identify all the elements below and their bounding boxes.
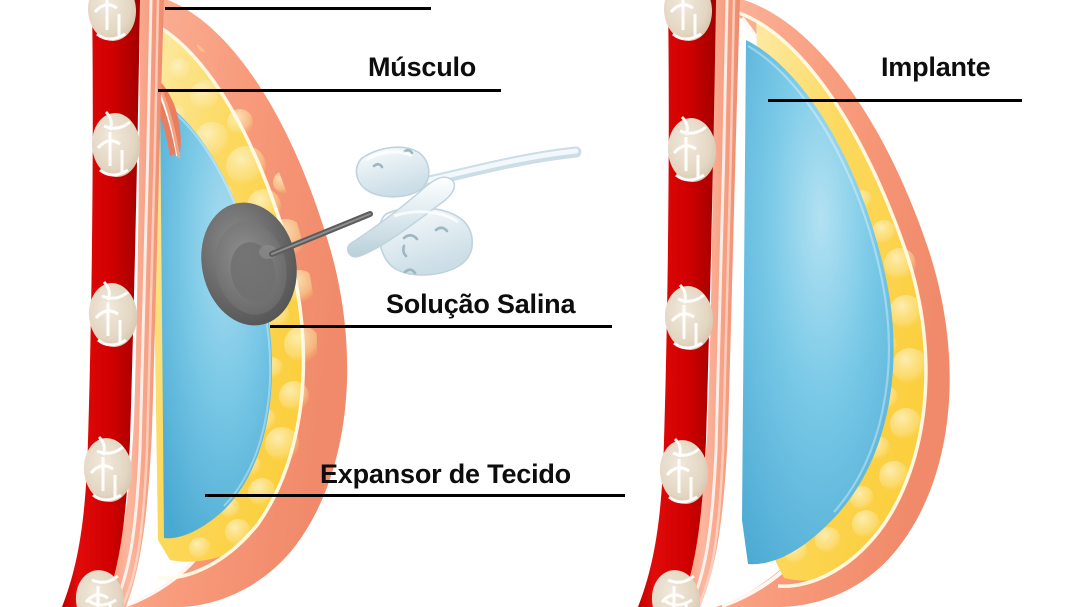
rib [663,0,713,41]
chest-wall-right [638,0,717,607]
rib [87,0,137,41]
label-expansor-de-tecido: Expansor de Tecido [320,459,571,489]
rib [83,438,133,502]
rib-cross-sections-left [75,0,141,607]
injection-needle [269,211,373,257]
rib [75,570,125,607]
rib [88,283,138,347]
injection-port [201,202,297,326]
label-solucao-salina: Solução Salina [386,289,576,319]
leader-line-expansor-de-tecido [205,494,625,497]
label-musculo: Músculo [368,52,477,82]
leader-line-musculo [158,89,501,92]
chest-wall-left [62,0,141,607]
butterfly-needle-device [346,146,582,276]
rib [91,113,141,177]
rib [667,118,717,182]
rib [651,570,701,607]
breast-implant-right [742,40,894,565]
rib [659,440,709,504]
leader-line-solucao-salina [270,325,612,328]
leader-line-implante [768,99,1022,102]
label-implante: Implante [881,52,991,82]
rib [664,286,714,350]
tissue-expander-left [160,100,273,539]
left-panel-anatomy [62,0,582,607]
rib-cross-sections-right [651,0,717,607]
leader-line-cropped-top [165,7,431,10]
right-panel-anatomy [638,0,950,607]
